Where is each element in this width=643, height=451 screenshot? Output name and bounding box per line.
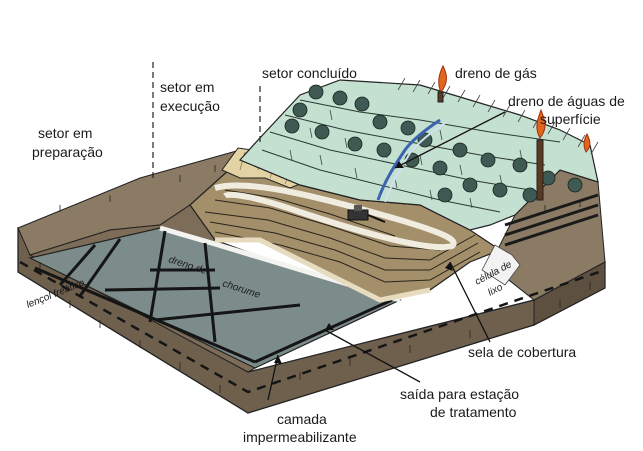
label-celula-l2: lixo xyxy=(486,282,505,299)
label-camada-l2: impermeabilizante xyxy=(243,429,357,445)
surface-water-drain-shadow xyxy=(384,122,446,203)
label-saida-l1: saída para estação xyxy=(400,386,519,402)
tractor-icon xyxy=(347,205,386,223)
leader-arrowheads xyxy=(274,161,453,364)
label-setor-concluido: setor concluído xyxy=(262,65,357,81)
soil-texture xyxy=(39,165,591,393)
gas-pipes xyxy=(504,193,599,247)
label-camada-l1: camada xyxy=(277,411,327,427)
leachate-drains xyxy=(34,230,393,364)
gas-vent-1 xyxy=(536,108,546,201)
label-dreno-aguas-l2: superfície xyxy=(540,111,601,127)
trees xyxy=(284,84,583,203)
label-saida-l2: de tratamento xyxy=(430,404,517,420)
access-road xyxy=(214,182,457,251)
label-setor-preparacao-l1: setor em xyxy=(38,125,92,141)
ridge-hatching xyxy=(397,77,599,155)
gas-vent-3 xyxy=(583,132,591,153)
label-dreno-aguas-l1: dreno de águas de xyxy=(508,93,625,109)
surface-water-drain xyxy=(376,118,441,201)
cover-green-top xyxy=(238,79,599,231)
waste-cell-layers xyxy=(204,189,481,283)
leader-lines xyxy=(267,111,506,401)
label-setor-preparacao-l2: preparação xyxy=(32,144,103,160)
water-table-line xyxy=(19,260,606,394)
label-setor-execucao-l1: setor em xyxy=(160,79,214,95)
label-sela: sela de cobertura xyxy=(468,344,576,360)
gas-vent-2 xyxy=(437,64,447,103)
label-setor-execucao-l2: execução xyxy=(160,98,220,114)
waste-cell-right xyxy=(481,244,521,286)
cover-seal-strip xyxy=(215,237,431,303)
label-dreno-gas: dreno de gás xyxy=(455,65,537,81)
